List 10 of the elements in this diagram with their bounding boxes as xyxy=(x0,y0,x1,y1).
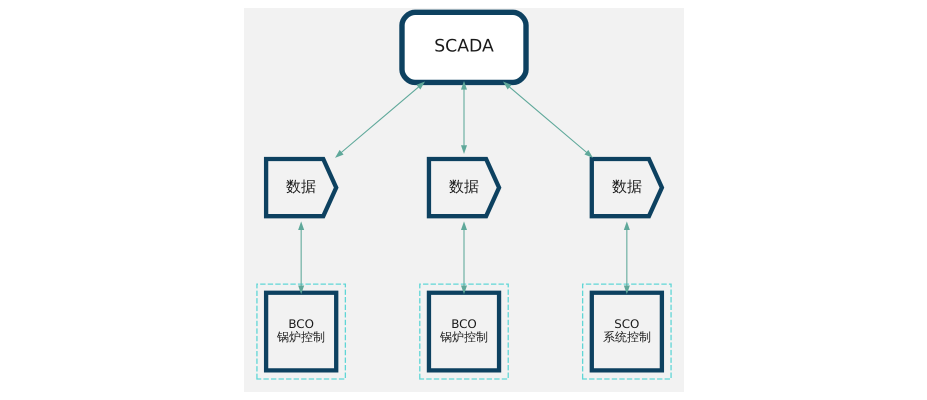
node-box: BCO 锅炉控制 xyxy=(263,290,338,373)
arrow xyxy=(460,221,467,294)
node-box: SCADA xyxy=(398,10,528,86)
arrow xyxy=(623,221,630,294)
arrow xyxy=(460,80,467,154)
arrow xyxy=(298,221,304,294)
arrow xyxy=(502,82,592,158)
arrow xyxy=(334,82,424,158)
node-box: SCO 系统控制 xyxy=(589,290,664,373)
node-box: BCO 锅炉控制 xyxy=(426,290,501,373)
